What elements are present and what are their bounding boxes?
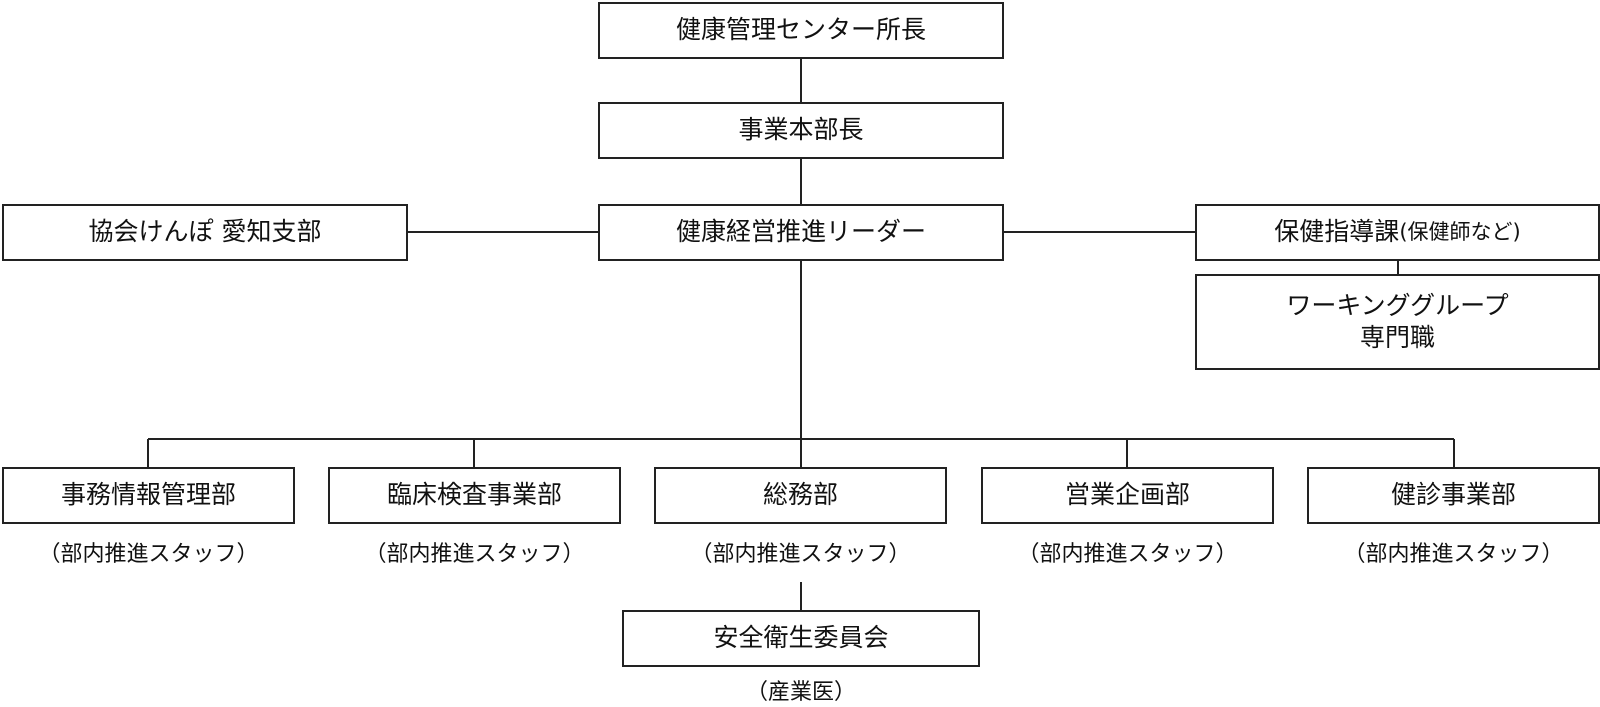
guidance-label: 保健指導課 (1274, 217, 1400, 247)
leader-box: 健康経営推進リーダー (598, 204, 1004, 261)
guidance-box: 保健指導課(保健師など) (1195, 204, 1600, 261)
department-staff-note: （部内推進スタッフ） (38, 542, 259, 567)
department-staff-note: （部内推進スタッフ） (690, 542, 911, 567)
department-label: 臨床検査事業部 (386, 480, 562, 510)
working-group-line2: 専門職 (1359, 323, 1435, 352)
division-head-label: 事業本部長 (738, 115, 864, 145)
committee-note: （産業医） (745, 680, 856, 705)
department-box: 総務部 (654, 467, 947, 524)
department-staff-note: （部内推進スタッフ） (1017, 542, 1238, 567)
guidance-note: (保健師など) (1399, 219, 1521, 244)
department-box: 健診事業部 (1307, 467, 1600, 524)
department-staff-note: （部内推進スタッフ） (1343, 542, 1564, 567)
director-box: 健康管理センター所長 (598, 2, 1004, 59)
department-box: 事務情報管理部 (2, 467, 295, 524)
division-head-box: 事業本部長 (598, 102, 1004, 159)
working-group-line1: ワーキンググループ (1286, 290, 1509, 320)
department-label: 総務部 (762, 480, 838, 510)
department-box: 営業企画部 (981, 467, 1274, 524)
department-label: 健診事業部 (1390, 480, 1516, 510)
department-box: 臨床検査事業部 (328, 467, 621, 524)
department-staff-note: （部内推進スタッフ） (364, 542, 585, 567)
director-label: 健康管理センター所長 (675, 15, 926, 45)
committee-box: 安全衛生委員会 (622, 610, 980, 667)
working-group-box: ワーキンググループ 専門職 (1195, 274, 1600, 370)
committee-label: 安全衛生委員会 (713, 623, 889, 653)
partner-label: 協会けんぽ 愛知支部 (88, 217, 322, 247)
department-label: 営業企画部 (1064, 480, 1190, 510)
department-label: 事務情報管理部 (60, 480, 236, 510)
partner-box: 協会けんぽ 愛知支部 (2, 204, 408, 261)
leader-label: 健康経営推進リーダー (675, 217, 926, 247)
